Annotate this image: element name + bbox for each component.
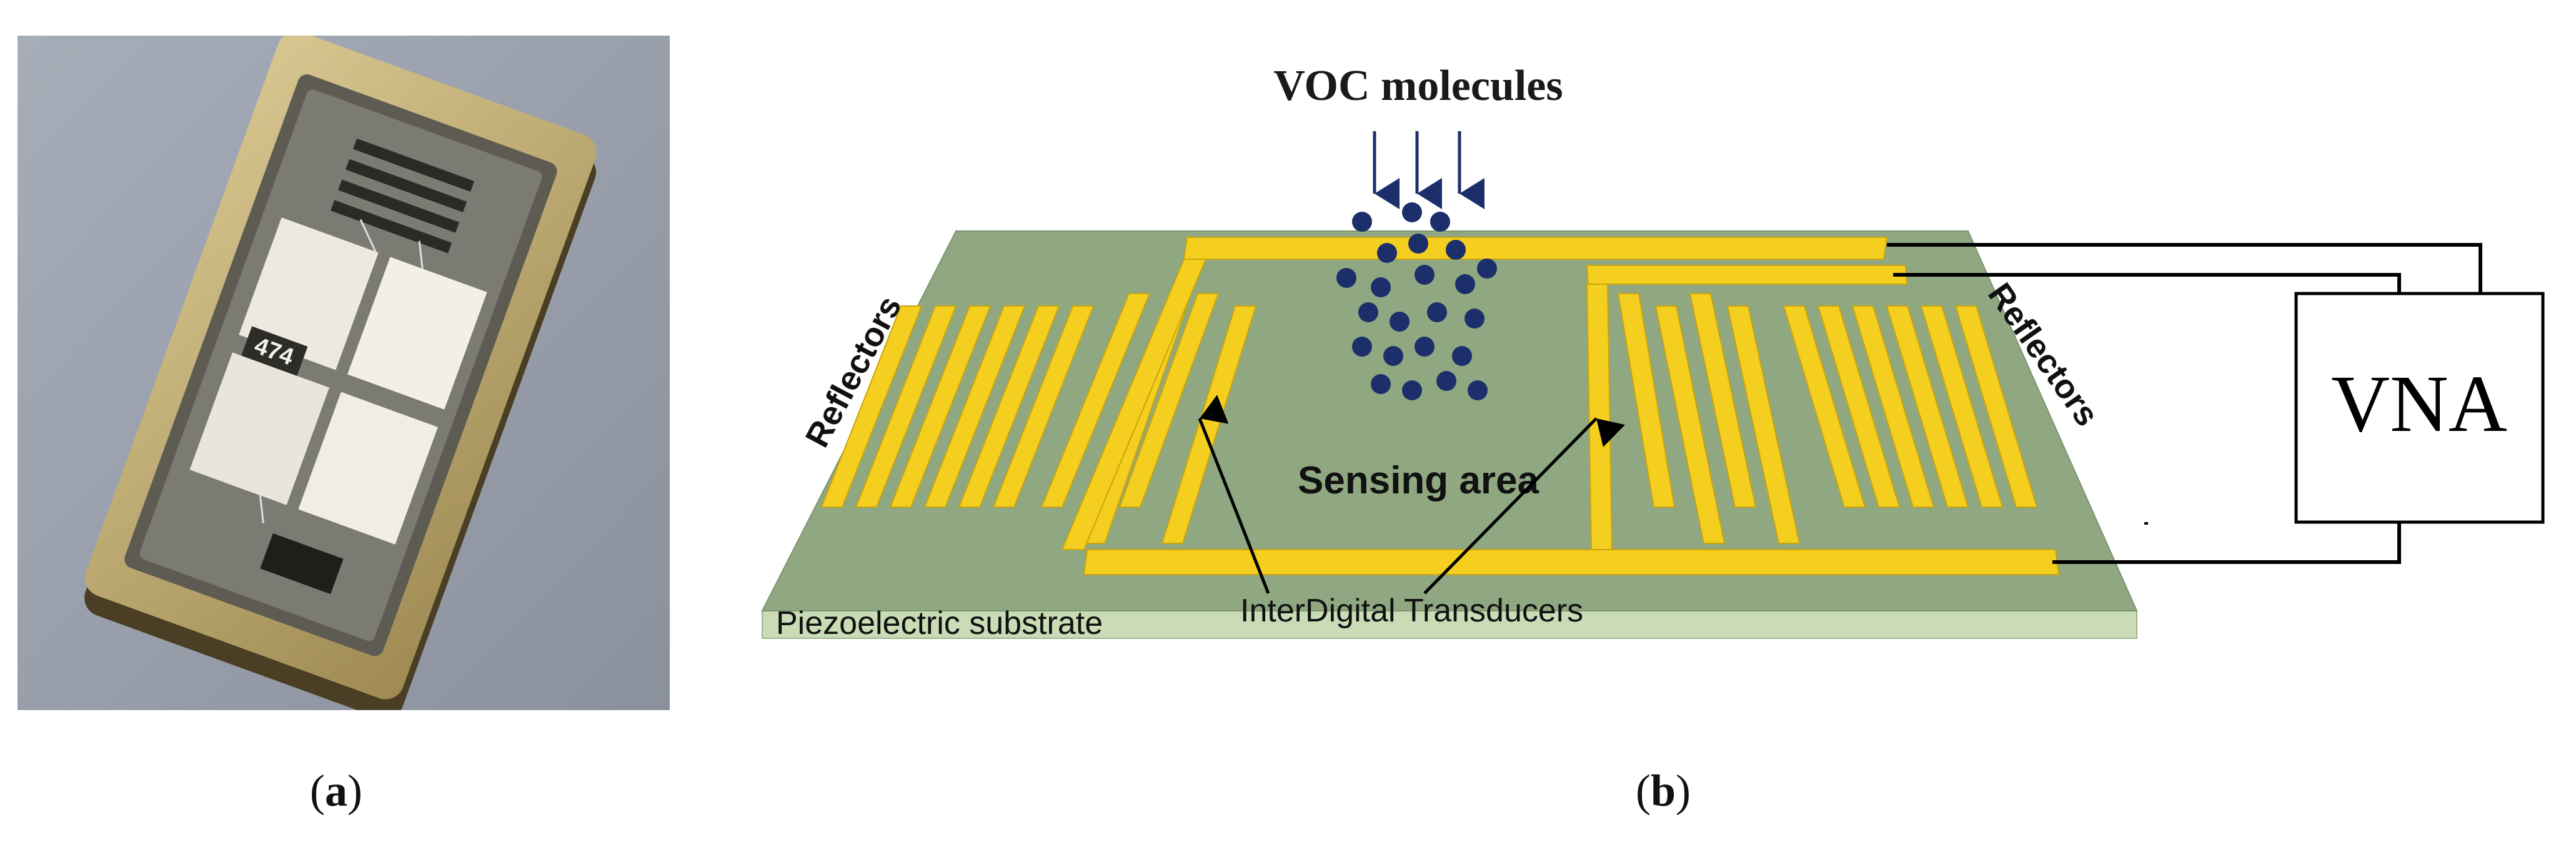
right-interdigital-transducer bbox=[1586, 265, 1908, 550]
pointer-arrow-icon bbox=[1198, 395, 1270, 594]
die-pad bbox=[347, 257, 487, 410]
pointer-arrow-icon bbox=[1423, 417, 1626, 595]
saw-sensor-photo: 474 bbox=[17, 31, 670, 719]
voc-molecules-label: VOC molecules bbox=[1273, 62, 1563, 110]
vna-box bbox=[2294, 292, 2545, 524]
caption-a: (a) bbox=[310, 766, 362, 816]
die-pad bbox=[298, 392, 438, 545]
caption-b: (b) bbox=[1635, 766, 1691, 816]
voc-molecules bbox=[1336, 202, 1497, 400]
left-interdigital-transducer bbox=[1040, 237, 2060, 575]
die-pad bbox=[239, 217, 379, 370]
saw-sensor-diagram: VOC molecules Reflectors Reflectors Sens… bbox=[737, 44, 2549, 668]
vna-label: VNA bbox=[2331, 359, 2507, 449]
sensing-area-label: Sensing area bbox=[1298, 459, 1539, 502]
small-component bbox=[260, 533, 344, 595]
connection-wires bbox=[1887, 243, 2482, 564]
left-reflectors bbox=[820, 305, 1095, 508]
piezoelectric-substrate-label: Piezoelectric substrate bbox=[776, 605, 1103, 641]
die-pad bbox=[189, 352, 330, 505]
interdigital-transducers-label: InterDigital Transducers bbox=[1240, 593, 1583, 629]
right-reflectors bbox=[1783, 305, 2038, 508]
molecule-arrows bbox=[1373, 131, 1484, 209]
